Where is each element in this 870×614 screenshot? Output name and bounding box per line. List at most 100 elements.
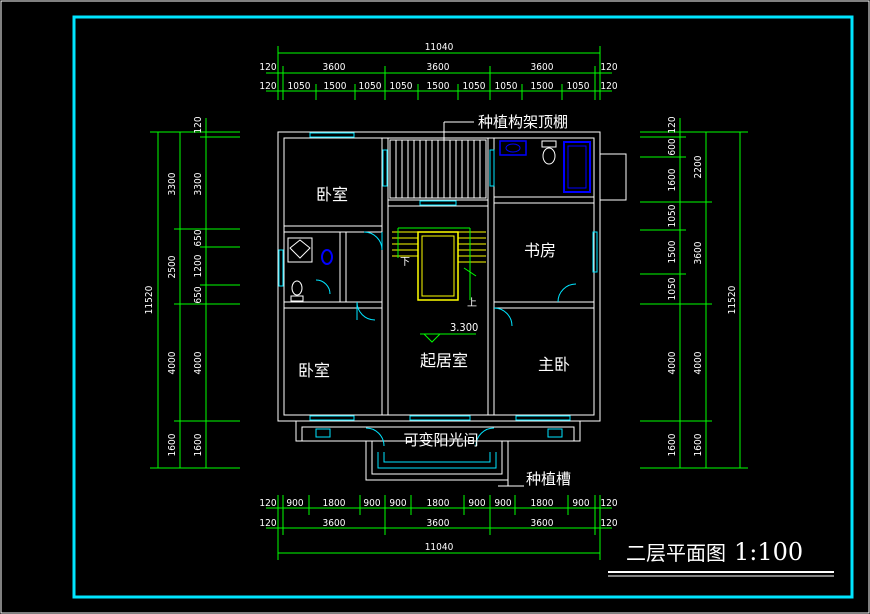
bottom-dim-row1-0: 120 [259,498,276,509]
bottom-dim-row1-10: 120 [600,498,617,509]
left-dim-col3: 120 3300 650 1200 650 4000 1600 [193,116,204,456]
washbasin-small [321,249,333,265]
walls [277,131,627,442]
top-dimension-lines [266,46,612,100]
washbasin [499,140,527,156]
leader-lines [443,121,524,487]
drawing-scale: 1:100 [734,538,803,566]
right-dim-col1-2: 1600 [667,168,678,191]
bottom-dim-row1-9: 900 [572,498,589,509]
top-dim-row2-1: 3600 [323,62,346,73]
right-dim-col1-6: 4000 [667,351,678,374]
top-dim-row3-5: 1500 [427,81,450,92]
shower-tray [287,237,313,263]
left-dim-col3-1: 3300 [193,172,204,195]
room-bedroom-top: 卧室 [316,185,348,204]
left-dim-col3-2: 650 [193,229,204,246]
left-dimension-lines [150,118,240,469]
left-dim-col3-6: 1600 [193,433,204,456]
top-dim-row2-0: 120 [259,62,276,73]
left-dim-col3-0: 120 [193,116,204,133]
bottom-dimension-lines [266,495,612,560]
top-dim-row3-7: 1050 [495,81,518,92]
right-dim-col1-5: 1050 [667,277,678,300]
bottom-dim-row2: 120 3600 3600 3600 120 [259,518,617,529]
top-dim-row2-3: 3600 [531,62,554,73]
drawing-title: 二层平面图 [626,541,726,565]
bottom-dim-row2-2: 3600 [427,518,450,529]
right-dim-col2-1: 3600 [693,241,704,264]
stair-down-label: 下 [400,257,410,268]
left-dim-col3-4: 650 [193,286,204,303]
elevation-label: 3.300 [450,321,478,334]
top-dim-row3-3: 1050 [359,81,382,92]
room-study: 书房 [524,241,556,260]
toilet-tank-lower [290,295,304,302]
top-dim-row3-9: 1050 [567,81,590,92]
top-dim-row3-2: 1500 [324,81,347,92]
label-pergola: 种植构架顶棚 [478,113,568,131]
right-dim-col2-3: 1600 [693,433,704,456]
bottom-dim-row1-6: 900 [468,498,485,509]
room-master: 主卧 [538,355,570,374]
toilet-tank-upper [541,140,557,148]
bathroom-fixtures [287,140,591,302]
bottom-dim-row2-1: 3600 [323,518,346,529]
elevation-marker [420,333,476,343]
left-overall-dim: 11520 [144,285,155,314]
right-dim-col1-1: 600 [667,138,678,155]
toilet-upper [542,147,556,165]
top-dim-row2-2: 3600 [427,62,450,73]
left-dim-col3-5: 4000 [193,351,204,374]
bottom-dim-row1-5: 1800 [427,498,450,509]
bottom-dim-row1-3: 900 [363,498,380,509]
bottom-overall-dim: 11040 [425,542,454,553]
left-dim-col2: 3300 2500 4000 1600 [167,172,178,456]
bottom-dim-row1-1: 900 [286,498,303,509]
left-dim-col2-2: 4000 [167,351,178,374]
room-living: 起居室 [420,351,468,370]
drawing-frame [72,15,854,599]
left-dim-col3-3: 1200 [193,254,204,277]
bottom-dim-row1-4: 900 [389,498,406,509]
bottom-dim-row1-8: 1800 [531,498,554,509]
doors [315,231,577,447]
pergola-stairs [389,139,487,199]
bottom-dim-row2-3: 3600 [531,518,554,529]
top-dim-row3-0: 120 [259,81,276,92]
left-dim-col2-1: 2500 [167,255,178,278]
top-dim-row3-8: 1500 [531,81,554,92]
top-dim-row3: 120 1050 1500 1050 1050 1500 1050 1050 1… [259,81,617,92]
top-dim-row2-4: 120 [600,62,617,73]
toilet-lower [291,280,303,296]
main-staircase [392,227,486,301]
bottom-dim-row2-0: 120 [259,518,276,529]
right-dimension-lines [640,118,748,469]
top-dim-row3-6: 1050 [463,81,486,92]
left-dim-col2-0: 3300 [167,172,178,195]
right-dim-col2: 2200 3600 4000 1600 [693,155,704,456]
right-overall-dim: 11520 [727,285,738,314]
room-bedroom-bottom: 卧室 [298,361,330,380]
right-dim-col1-0: 120 [667,116,678,133]
bottom-dim-row2-4: 120 [600,518,617,529]
bathtub [563,141,591,193]
room-sunroom: 可变阳光间 [403,431,478,449]
left-dim-col2-3: 1600 [167,433,178,456]
bottom-dim-row1-7: 900 [494,498,511,509]
label-planter: 种植槽 [526,470,571,488]
top-dim-row2: 120 3600 3600 3600 120 [259,62,617,73]
top-overall-dim: 11040 [425,42,454,53]
right-dim-col1-3: 1050 [667,204,678,227]
top-dim-row3-4: 1050 [390,81,413,92]
right-dim-col1-7: 1600 [667,433,678,456]
sunroom [365,441,509,481]
right-dim-col2-0: 2200 [693,155,704,178]
windows [278,132,598,438]
stair-up-label: 上 [467,297,477,309]
right-dim-col1-4: 1500 [667,240,678,263]
right-dim-col1: 120 600 1600 1050 1500 1050 4000 1600 [667,116,678,456]
right-dim-col2-2: 4000 [693,351,704,374]
